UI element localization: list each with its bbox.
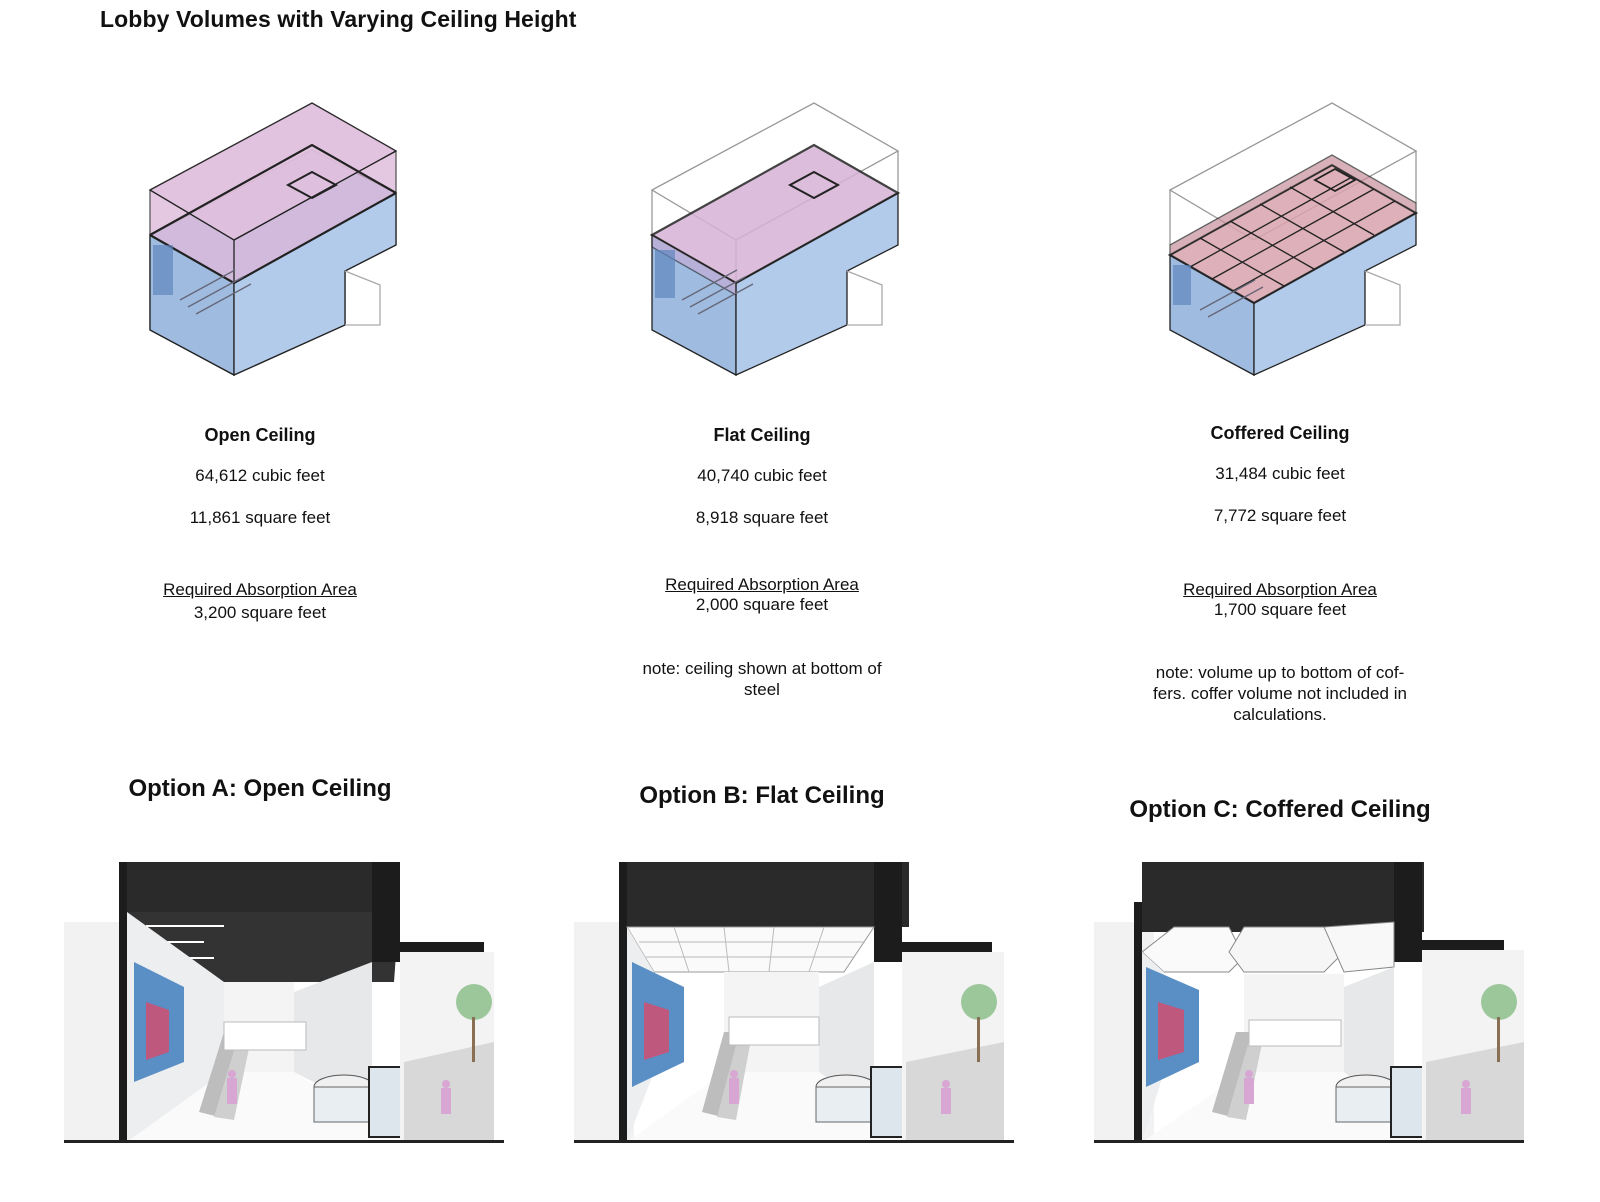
option-title-b: Option B: Flat Ceiling bbox=[639, 782, 885, 809]
info-open-ceiling: Open Ceiling 64,612 cubic feet 11,861 sq… bbox=[0, 425, 520, 623]
absorption-label: Required Absorption Area bbox=[665, 575, 859, 594]
absorption-value: 3,200 square feet bbox=[193, 603, 327, 622]
info-flat-ceiling: Flat Ceiling 40,740 cubic feet 8,918 squ… bbox=[502, 425, 1022, 700]
axon-flat-ceiling bbox=[649, 102, 901, 377]
render-option-c bbox=[1094, 862, 1524, 1143]
note-line: note: volume up to bottom of cof- bbox=[1155, 663, 1405, 682]
info-coffered-ceiling: Coffered Ceiling 31,484 cubic feet 7,772… bbox=[1020, 423, 1540, 725]
volume-value: 64,612 cubic feet bbox=[195, 466, 325, 485]
option-title-c: Option C: Coffered Ceiling bbox=[1129, 796, 1431, 823]
volume-value: 40,740 cubic feet bbox=[697, 466, 827, 485]
area-value: 7,772 square feet bbox=[1213, 506, 1347, 525]
axon-open-ceiling bbox=[148, 102, 398, 377]
option-title-a: Option A: Open Ceiling bbox=[128, 775, 392, 802]
note-line: fers. coffer volume not included in bbox=[1153, 684, 1407, 703]
absorption-label: Required Absorption Area bbox=[1183, 580, 1377, 599]
area-value: 8,918 square feet bbox=[695, 508, 829, 527]
absorption-label: Required Absorption Area bbox=[163, 580, 357, 599]
absorption-value: 2,000 square feet bbox=[695, 595, 829, 614]
option-name: Open Ceiling bbox=[204, 425, 316, 445]
render-option-a bbox=[64, 862, 504, 1143]
render-option-b bbox=[574, 862, 1014, 1143]
area-value: 11,861 square feet bbox=[189, 508, 331, 527]
absorption-value: 1,700 square feet bbox=[1213, 600, 1347, 619]
volume-value: 31,484 cubic feet bbox=[1215, 464, 1345, 483]
note-line: note: ceiling shown at bottom of bbox=[642, 659, 882, 678]
note-line: calculations. bbox=[1233, 705, 1327, 724]
note-line: steel bbox=[744, 680, 780, 699]
option-name: Flat Ceiling bbox=[713, 425, 811, 445]
page-title: Lobby Volumes with Varying Ceiling Heigh… bbox=[100, 6, 577, 32]
axon-coffered-ceiling bbox=[1167, 102, 1419, 377]
option-name: Coffered Ceiling bbox=[1210, 423, 1350, 443]
